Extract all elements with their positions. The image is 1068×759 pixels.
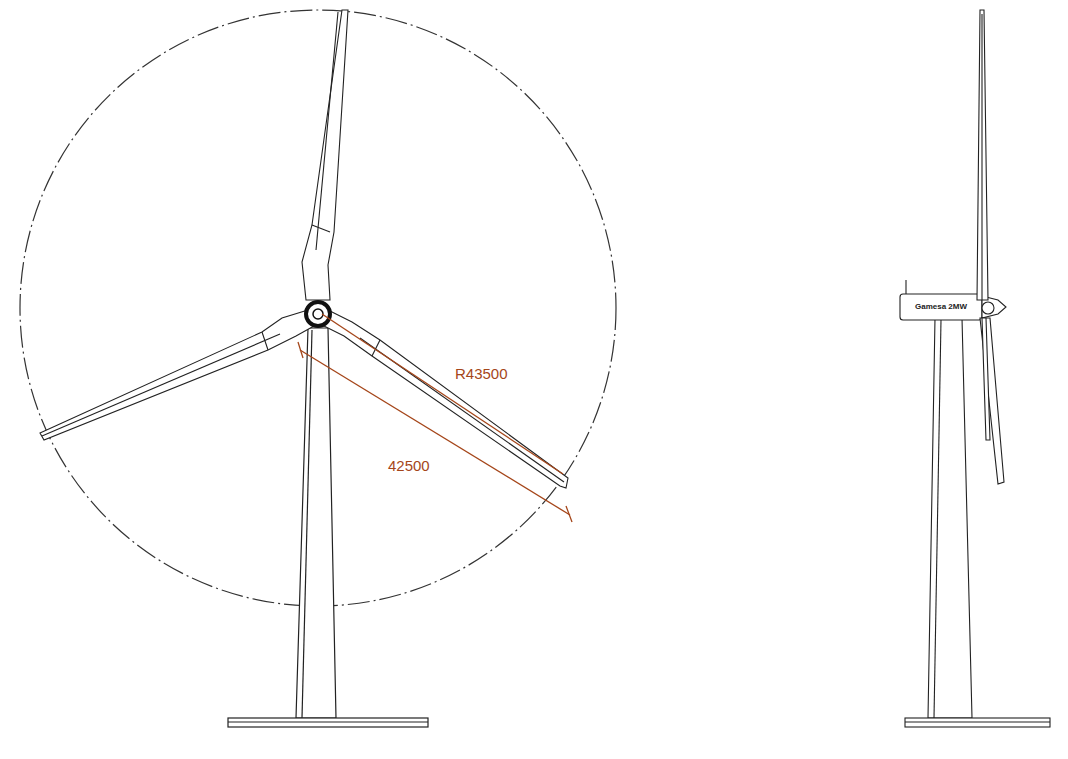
hub-center: [313, 309, 323, 319]
side-view-turbine: [900, 10, 1050, 727]
front-blades: [40, 10, 568, 488]
front-tower: [228, 328, 428, 727]
dimension-line: [298, 314, 572, 522]
length-dimension: 42500: [386, 458, 432, 475]
hub: [306, 302, 330, 326]
nacelle-marking: Gamesa 2MW: [915, 303, 967, 312]
radius-dimension: R43500: [453, 366, 510, 383]
